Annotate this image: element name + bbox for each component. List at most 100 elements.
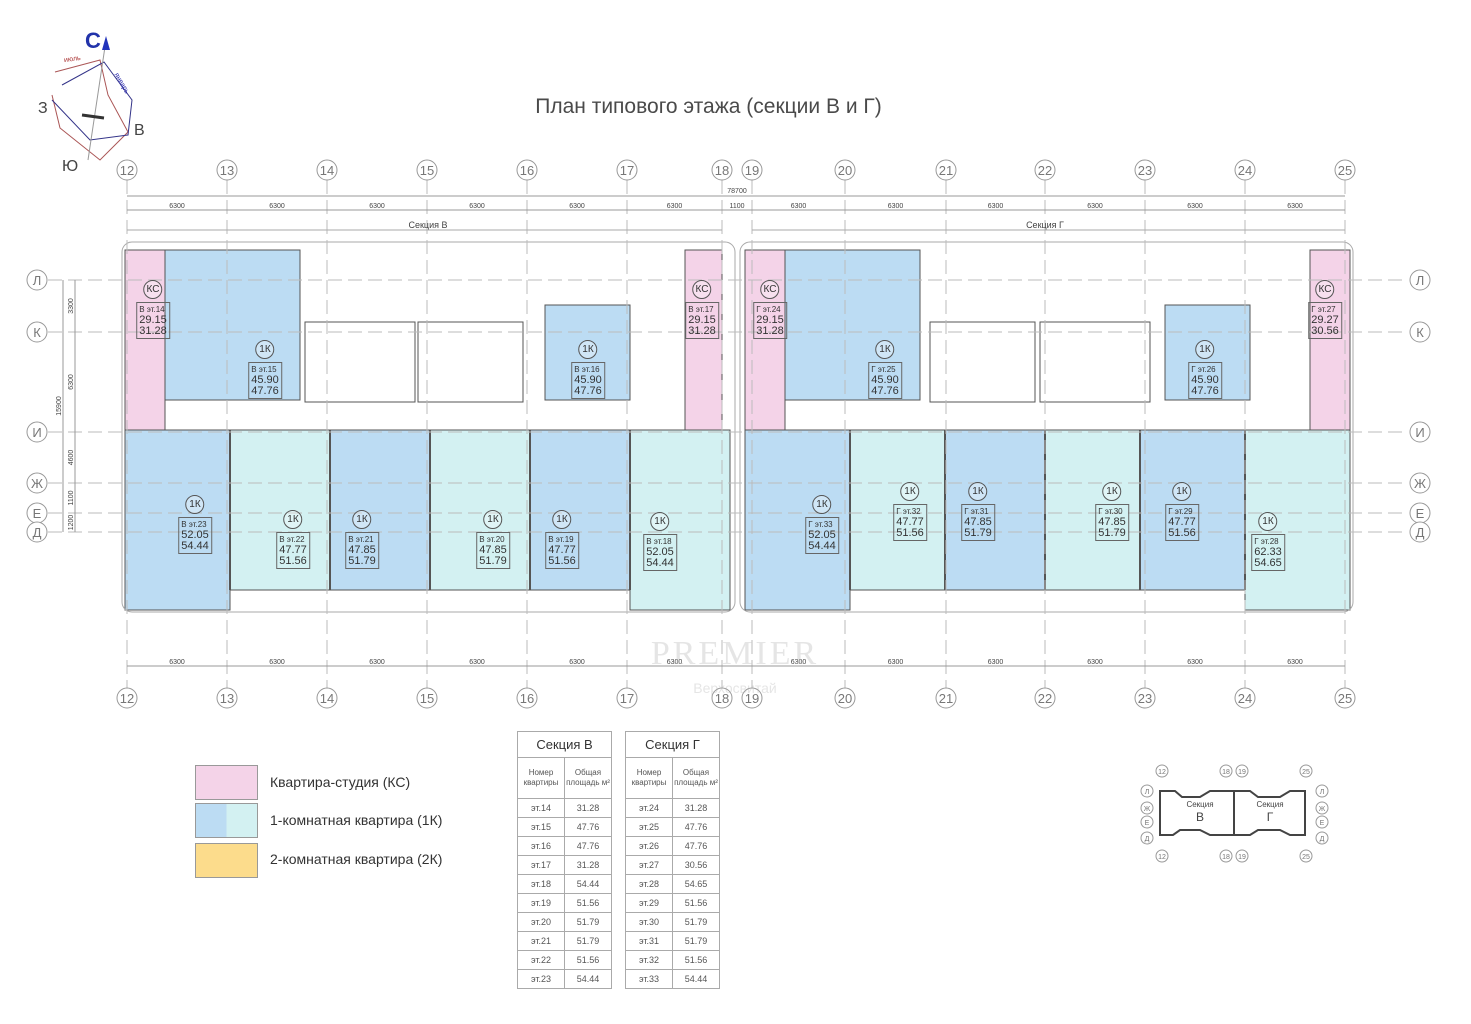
total-area: 47.76 (871, 385, 899, 397)
apartment-label[interactable]: КС Г эт.24 29.15 31.28 (753, 280, 787, 339)
apartment-type-badge: 1К (283, 510, 303, 529)
living-area: 47.77 (548, 544, 576, 556)
key-axis-label: Д (1145, 836, 1150, 843)
dimension-label: 6300 (1187, 659, 1203, 666)
dimension-label: 6300 (169, 203, 185, 210)
living-area: 47.85 (479, 544, 507, 556)
cell-area: 51.79 (564, 912, 612, 932)
cell-number: эт.23 (517, 969, 565, 989)
key-plan-section-g (1233, 790, 1306, 836)
axis-label: 13 (220, 163, 234, 178)
apartment-label[interactable]: 1К В эт.18 52.05 54.44 (643, 512, 677, 571)
key-axis-marker (1235, 764, 1249, 778)
cell-number: эт.30 (625, 912, 673, 932)
dimension-label: 6300 (469, 659, 485, 666)
key-axis-marker (1140, 831, 1154, 845)
cell-number: эт.31 (625, 931, 673, 951)
axis-label: 16 (520, 163, 534, 178)
apartment-number: Г эт.25 (871, 365, 896, 374)
key-axis-marker (1315, 815, 1329, 829)
key-axis-marker (1140, 815, 1154, 829)
apartment-type-badge: КС (692, 280, 712, 299)
apartment-info-box: В эт.14 29.15 31.28 (136, 302, 170, 339)
key-axis-label: Е (1320, 820, 1325, 827)
cell-number: эт.18 (517, 874, 565, 894)
apartment-label[interactable]: 1К В эт.15 45.90 47.76 (248, 340, 282, 399)
legend-label-1k: 1-комнатная квартира (1К) (270, 812, 443, 828)
axis-marker (834, 159, 856, 181)
cell-area: 31.28 (672, 798, 720, 818)
dimension-label: 6300 (569, 659, 585, 666)
apartment-area (124, 249, 166, 431)
living-area: 29.27 (1311, 314, 1339, 326)
apartment-label[interactable]: 1К В эт.21 47.85 51.79 (345, 510, 379, 569)
apartment-label[interactable]: 1К В эт.16 45.90 47.76 (571, 340, 605, 399)
apartment-label[interactable]: КС В эт.14 29.15 31.28 (136, 280, 170, 339)
total-area: 47.76 (251, 385, 279, 397)
legend-swatch-2k (195, 843, 258, 878)
cell-area: 54.44 (672, 969, 720, 989)
apartment-label[interactable]: 1К Г эт.31 47.85 51.79 (961, 482, 995, 541)
axis-label: 15 (420, 691, 434, 706)
axis-label: Ж (1414, 476, 1426, 491)
apartment-label[interactable]: 1К Г эт.30 47.85 51.79 (1095, 482, 1129, 541)
axis-marker (26, 321, 48, 343)
axis-marker (741, 159, 763, 181)
apartment-label[interactable]: 1К В эт.23 52.05 54.44 (178, 495, 212, 554)
apartment-label[interactable]: 1К В эт.20 47.85 51.79 (476, 510, 510, 569)
axis-label: Е (33, 506, 42, 521)
key-axis-marker (1155, 849, 1169, 863)
living-area: 62.33 (1254, 546, 1282, 558)
total-area: 51.56 (279, 555, 307, 567)
apartment-type-badge: 1К (1258, 512, 1278, 531)
axis-label: 17 (620, 691, 634, 706)
dimension-label: 6300 (469, 203, 485, 210)
key-axis-marker (1299, 849, 1313, 863)
dimension-label: 6300 (1287, 659, 1303, 666)
apartment-info-box: Г эт.33 52.05 54.44 (805, 517, 839, 554)
dimension-label: 6300 (667, 659, 683, 666)
axis-marker (316, 159, 338, 181)
axis-marker (1134, 159, 1156, 181)
apartment-label[interactable]: 1К Г эт.28 62.33 54.65 (1251, 512, 1285, 571)
axis-label: 19 (745, 691, 759, 706)
apartment-label[interactable]: 1К Г эт.29 47.77 51.56 (1165, 482, 1199, 541)
col-header-number: Номер квартиры (625, 757, 673, 799)
apartment-label[interactable]: КС В эт.17 29.15 31.28 (685, 280, 719, 339)
axis-label: 20 (838, 691, 852, 706)
axis-marker (216, 159, 238, 181)
apartment-label[interactable]: 1К В эт.19 47.77 51.56 (545, 510, 579, 569)
axis-label: 16 (520, 691, 534, 706)
dimension-label: 1100 (68, 490, 75, 505)
apartment-label[interactable]: 1К Г эт.25 45.90 47.76 (868, 340, 902, 399)
apartment-label[interactable]: 1К Г эт.26 45.90 47.76 (1188, 340, 1222, 399)
axis-label: 24 (1238, 691, 1252, 706)
axis-marker (1034, 159, 1056, 181)
apartment-type-badge: 1К (1102, 482, 1122, 501)
apartment-area (744, 429, 851, 611)
apartment-label[interactable]: 1К Г эт.33 52.05 54.44 (805, 495, 839, 554)
compass-west: З (38, 100, 48, 117)
axis-marker (416, 159, 438, 181)
apartment-area (329, 429, 431, 591)
key-plan-section-label: Секция (1186, 800, 1214, 809)
living-area: 47.77 (896, 516, 924, 528)
apartment-info-box: В эт.15 45.90 47.76 (248, 362, 282, 399)
total-area: 51.79 (964, 527, 992, 539)
apartment-area (784, 249, 921, 401)
apartment-type-badge: КС (143, 280, 163, 299)
axis-label: 12 (120, 163, 134, 178)
apartment-type-badge: 1К (812, 495, 832, 514)
cell-area: 47.76 (564, 817, 612, 837)
key-axis-label: 19 (1238, 769, 1246, 776)
axis-marker (1409, 269, 1431, 291)
total-area: 47.76 (1191, 385, 1219, 397)
apartment-label[interactable]: 1К В эт.22 47.77 51.56 (276, 510, 310, 569)
apartment-label[interactable]: КС Г эт.27 29.27 30.56 (1308, 280, 1342, 339)
axis-marker (26, 421, 48, 443)
apartment-info-box: В эт.16 45.90 47.76 (571, 362, 605, 399)
apartment-label[interactable]: 1К Г эт.32 47.77 51.56 (893, 482, 927, 541)
dimension-total: 78700 (727, 188, 747, 195)
axis-label: 22 (1038, 163, 1052, 178)
